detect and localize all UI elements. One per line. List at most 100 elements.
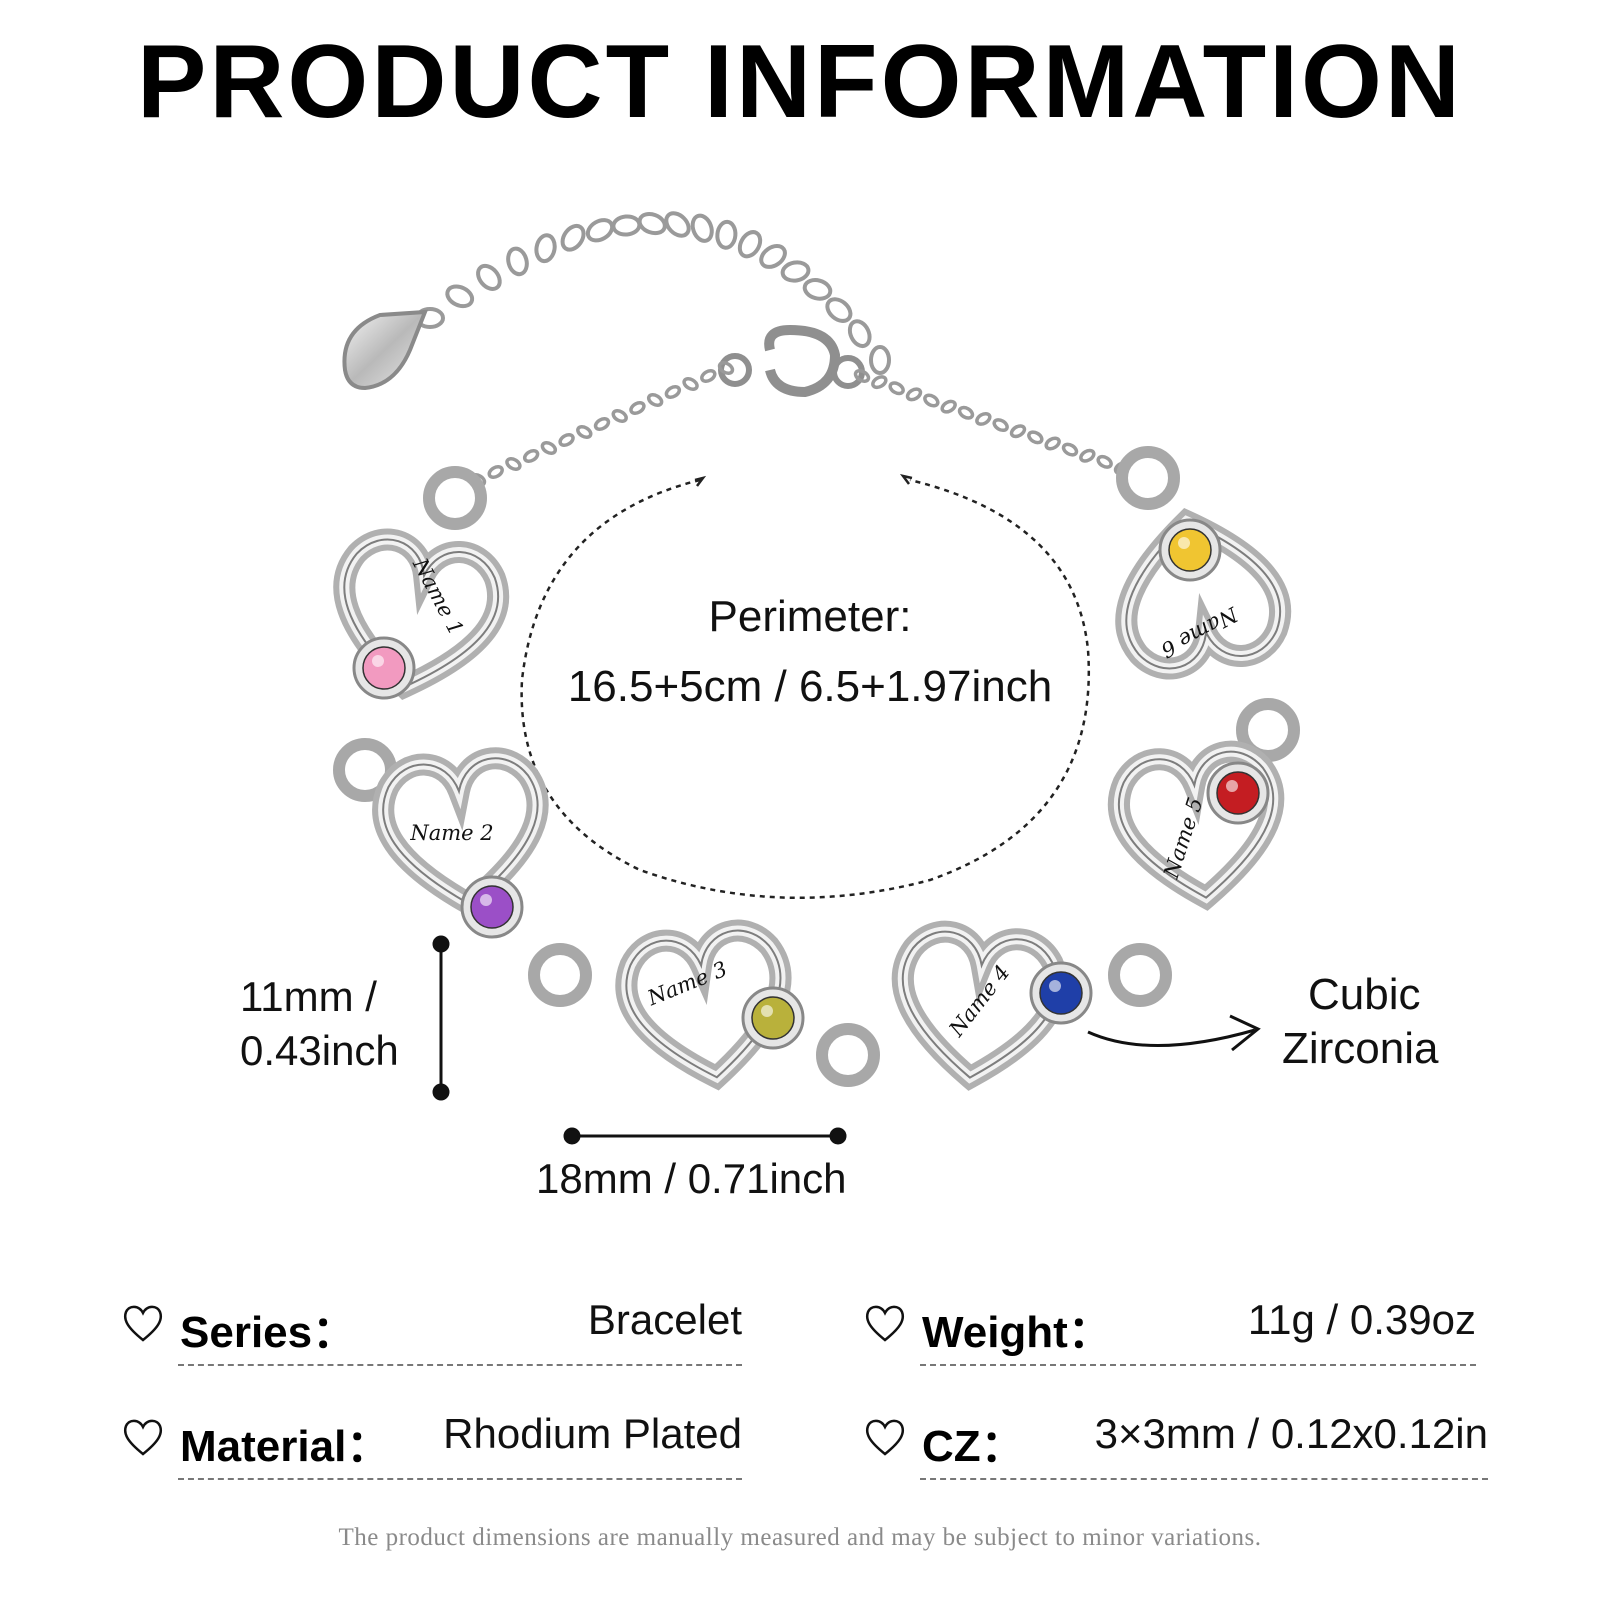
chain-link	[871, 375, 888, 390]
chain-link	[576, 425, 593, 439]
perimeter-arrow-left-icon	[694, 475, 707, 487]
height-dimension-line2: 0.43inch	[240, 1027, 399, 1074]
heart-link-6: Name 6	[1115, 508, 1292, 680]
chain-link	[522, 449, 540, 463]
spec-cz: CZ： 3×3mm / 0.12x0.12in	[862, 1410, 1488, 1490]
chain-link	[682, 377, 699, 391]
divider	[178, 1364, 742, 1366]
chain-link	[759, 243, 787, 269]
perimeter-arrow-right-icon	[899, 474, 913, 485]
gemstone	[470, 885, 514, 929]
perimeter-value: 16.5+5cm / 6.5+1.97inch	[567, 662, 1053, 711]
gemstone	[1216, 771, 1260, 815]
chain-link	[1079, 448, 1096, 463]
cable-chain	[469, 361, 1131, 487]
chain-link	[923, 393, 940, 408]
chain-link	[905, 387, 923, 402]
chain-link	[825, 297, 853, 323]
chain-link	[540, 441, 558, 455]
chain-link	[737, 230, 763, 259]
heart-link-4: Name 4	[891, 920, 1093, 1091]
chain-link	[992, 418, 1009, 433]
chain-link	[593, 417, 611, 431]
chain-link	[534, 233, 557, 264]
perimeter-indicator	[520, 478, 1091, 900]
chain-link	[853, 369, 871, 383]
lobster-clasp	[718, 324, 865, 398]
chain-link	[664, 211, 691, 238]
spec-weight: Weight： 11g / 0.39oz	[862, 1296, 1476, 1376]
divider	[178, 1478, 742, 1480]
callout-line2: Zirconia	[1282, 1024, 1439, 1073]
spec-series-value: Bracelet	[587, 1296, 742, 1343]
heart-outline-icon	[866, 1419, 904, 1456]
chain-link	[1009, 424, 1027, 439]
perimeter-label: Perimeter:	[708, 592, 912, 641]
gemstone	[1168, 528, 1212, 572]
chain-link	[629, 401, 646, 415]
engraving-text: Name 2	[409, 821, 493, 845]
chain-link	[476, 263, 502, 291]
heart-link-1: Name 1	[333, 528, 510, 700]
chain-link	[1061, 442, 1079, 457]
chain-link	[888, 381, 905, 396]
spec-series-label: Series：	[180, 1308, 357, 1357]
spec-weight-value: 11g / 0.39oz	[1247, 1296, 1476, 1343]
spec-weight-label: Weight：	[922, 1308, 1112, 1357]
chain-link	[560, 223, 586, 252]
chain-link	[717, 361, 735, 375]
chain-link	[611, 214, 642, 237]
chain-link	[506, 246, 529, 277]
chain-link	[715, 219, 738, 250]
chain-link	[558, 433, 575, 447]
heart-link-5: Name 5	[1107, 740, 1285, 911]
callout-line1: Cubic	[1308, 970, 1421, 1019]
width-dimension-marker	[563, 1127, 847, 1145]
chain-link	[505, 457, 522, 471]
divider	[920, 1478, 1488, 1480]
chain-link	[957, 405, 975, 420]
curved-arrow-icon	[1087, 1028, 1256, 1047]
heart-outline-icon	[124, 1419, 162, 1456]
connector-rings	[333, 446, 1300, 1087]
chain-link	[585, 218, 615, 243]
page-title: PRODUCT INFORMATION	[136, 24, 1464, 140]
chain-link	[975, 411, 992, 426]
heart-link-2: Name 2	[372, 747, 549, 939]
engraving-text: Name 3	[643, 957, 730, 1011]
chain-link	[646, 393, 664, 407]
spec-material: Material： Rhodium Plated	[120, 1410, 742, 1490]
spec-material-label: Material：	[180, 1422, 391, 1471]
spec-series: Series： Bracelet	[120, 1296, 742, 1376]
height-dimension-marker	[432, 935, 450, 1101]
pendant-tag	[342, 309, 429, 391]
spec-cz-label: CZ：	[922, 1422, 1025, 1471]
chain-link	[1027, 430, 1044, 445]
spec-material-value: Rhodium Plated	[443, 1410, 742, 1457]
disclaimer-note: The product dimensions are manually meas…	[338, 1524, 1262, 1551]
heart-link-3: Name 3	[615, 919, 805, 1091]
chain-link	[940, 399, 957, 414]
chain-link	[664, 385, 682, 399]
chain-link	[690, 213, 714, 243]
chain-link	[847, 319, 872, 349]
chain-link	[700, 369, 717, 383]
chain-link	[869, 345, 891, 375]
heart-outline-icon	[124, 1305, 162, 1342]
chain-link	[445, 284, 475, 309]
divider	[920, 1364, 1476, 1366]
chain-link	[611, 409, 628, 423]
gemstone	[362, 646, 406, 690]
chain-link	[1044, 436, 1061, 451]
width-dimension-label: 18mm / 0.71inch	[536, 1155, 847, 1202]
engraving-text: Name 5	[1159, 795, 1208, 883]
chain-link	[637, 212, 667, 236]
heart-outline-icon	[866, 1305, 904, 1342]
height-dimension-line1: 11mm /	[240, 973, 377, 1020]
chain-link	[487, 465, 504, 479]
chain-link	[780, 260, 811, 283]
extender-chain	[342, 211, 891, 391]
gemstone	[751, 996, 795, 1040]
chain-link	[1096, 454, 1113, 469]
